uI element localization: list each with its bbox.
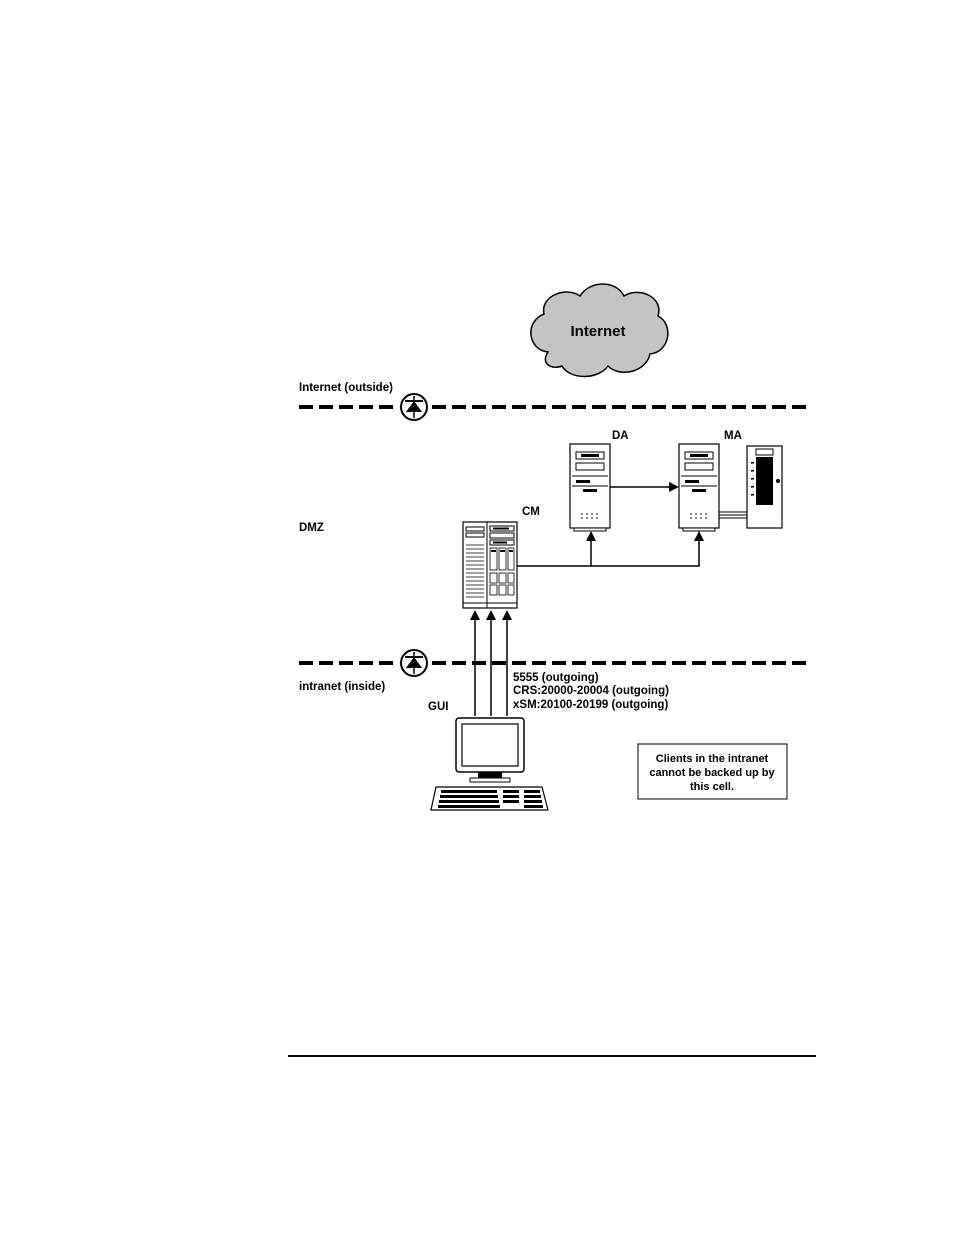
port-label-5555: 5555 (outgoing) <box>513 672 599 684</box>
da-label: DA <box>612 430 629 442</box>
firewall-outer <box>299 394 806 420</box>
zone-label-dmz: DMZ <box>299 522 324 534</box>
firewall-diode-icon <box>401 394 427 420</box>
gui-label: GUI <box>428 701 448 713</box>
ma-label: MA <box>724 430 742 442</box>
port-label-crs: CRS:20000-20004 (outgoing) <box>513 685 669 697</box>
zone-label-inside: intranet (inside) <box>299 681 385 693</box>
port-label-xsm: xSM:20100-20199 (outgoing) <box>513 699 668 711</box>
note-box: Clients in the intranet cannot be backed… <box>638 744 787 799</box>
cloud-label: Internet <box>570 323 625 340</box>
ma-server-icon <box>679 444 719 531</box>
gui-workstation-icon <box>431 718 548 810</box>
cm-server-icon <box>463 522 517 608</box>
ma-tape-connector <box>719 512 747 518</box>
tape-library-icon <box>747 446 782 528</box>
firewall-diode-icon <box>401 650 427 676</box>
zone-label-outside: Internet (outside) <box>299 382 393 394</box>
note-line-1: Clients in the intranet <box>656 753 769 765</box>
footer-rule <box>288 1055 816 1057</box>
note-line-3: this cell. <box>690 781 734 793</box>
note-line-2: cannot be backed up by <box>649 767 775 779</box>
cm-to-agents-connector <box>517 533 699 566</box>
da-server-icon <box>570 444 610 531</box>
cm-label: CM <box>522 506 540 518</box>
internet-cloud-icon: Internet <box>531 284 668 377</box>
